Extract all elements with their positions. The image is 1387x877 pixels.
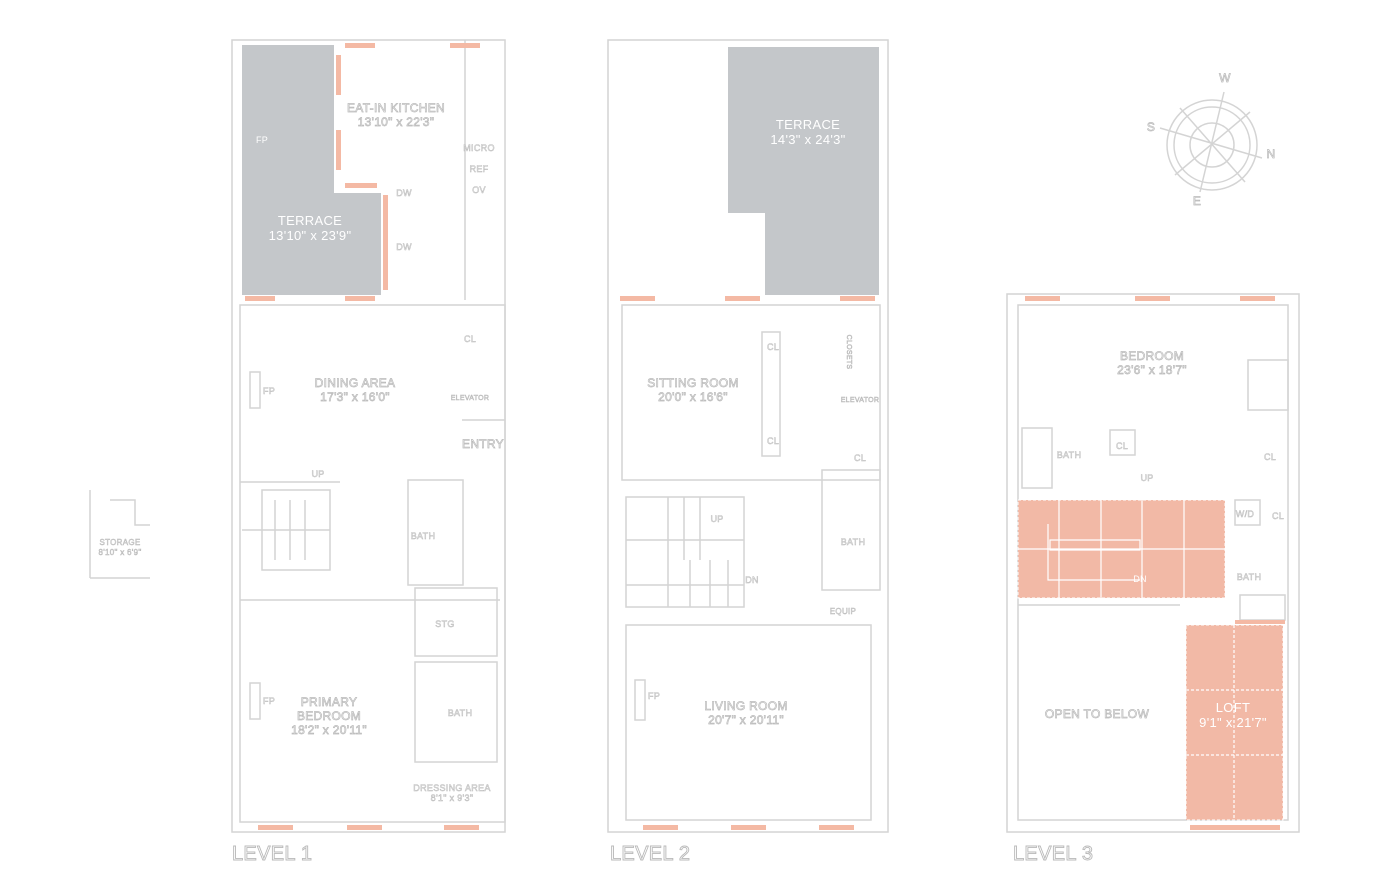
elevator-label: ELEVATOR — [840, 397, 880, 405]
fireplace-label: FP — [262, 696, 276, 707]
room-size: 13'10" x 23'9" — [268, 228, 352, 243]
dishwasher-label: DW — [396, 242, 412, 253]
microwave-label: MICRO — [463, 143, 495, 154]
stairs-up-label: UP — [311, 469, 325, 480]
compass-west: W — [1219, 71, 1231, 86]
level2-terrace — [728, 47, 879, 295]
room-name: LOFT — [1215, 700, 1251, 715]
closet-label: CL — [1263, 452, 1277, 463]
room-name: EAT-IN KITCHEN — [347, 101, 445, 116]
closets-label: CLOSETS — [845, 334, 853, 370]
closet-label: CL — [1115, 441, 1129, 452]
room-size: 20'0" x 16'6" — [658, 390, 728, 405]
entry-label: ENTRY — [462, 437, 504, 452]
closet-label: CL — [853, 453, 867, 464]
room-size: 14'3" x 24'3" — [770, 132, 846, 147]
bath-label: BATH — [1056, 450, 1082, 461]
room-size: 23'6" x 18'7" — [1117, 363, 1187, 378]
storage-closet-label: STG — [435, 619, 455, 630]
room-name: STORAGE — [99, 538, 141, 548]
stairs-up-label: UP — [710, 514, 724, 525]
level2-outline — [607, 39, 889, 833]
stairs-down-label: DN — [1133, 574, 1147, 584]
room-size: 18'2" x 20'11" — [291, 723, 367, 738]
bath-label: BATH — [410, 531, 436, 542]
room-name: LIVING ROOM — [704, 699, 788, 714]
stairs-up-label: UP — [1140, 473, 1154, 484]
bath-label: BATH — [447, 708, 473, 719]
room-name: BEDROOM — [1119, 349, 1185, 364]
compass-east: E — [1192, 194, 1202, 209]
oven-label: OV — [472, 185, 486, 196]
room-name: SITTING ROOM — [647, 376, 739, 391]
dishwasher-label: DW — [396, 188, 412, 199]
closet-label: CL — [463, 334, 477, 345]
room-name: DINING AREA — [314, 376, 396, 391]
room-size: 17'3" x 16'0" — [320, 390, 390, 405]
room-name: DRESSING AREA — [413, 783, 491, 794]
compass-south: S — [1146, 120, 1156, 135]
open-to-below-label: OPEN TO BELOW — [1044, 707, 1150, 722]
washer-dryer-label: W/D — [1235, 509, 1255, 520]
elevator-label: ELEVATOR — [450, 395, 490, 403]
room-size: 20'7" x 20'11" — [708, 713, 784, 728]
closet-label: CL — [1271, 511, 1285, 522]
level2-title: LEVEL 2 — [610, 843, 691, 866]
equipment-label: EQUIP — [829, 607, 857, 617]
room-size: 8'1" x 9'3" — [430, 793, 474, 804]
closet-label: CL — [766, 342, 780, 353]
bath-label: BATH — [1236, 572, 1262, 583]
level3-title: LEVEL 3 — [1013, 843, 1094, 866]
closet-label: CL — [766, 436, 780, 447]
fireplace-label: FP — [647, 691, 661, 702]
room-name: PRIMARY — [300, 695, 358, 710]
room-name: TERRACE — [775, 117, 841, 132]
stairs-down-label: DN — [745, 575, 759, 586]
level1-title: LEVEL 1 — [232, 843, 313, 866]
room-size: 13'10" x 22'3" — [357, 115, 435, 130]
fireplace-label: FP — [255, 135, 269, 145]
compass-north: N — [1266, 147, 1276, 162]
refrigerator-label: REF — [469, 164, 489, 175]
level3-outline — [1006, 293, 1300, 833]
level1-terrace — [242, 45, 381, 295]
room-name: TERRACE — [277, 213, 343, 228]
room-size: 9'1" x 21'7" — [1199, 715, 1267, 730]
room-name: BEDROOM — [296, 709, 362, 724]
fireplace-label: FP — [262, 386, 276, 397]
room-size: 8'10" x 6'9" — [98, 548, 142, 558]
bath-label: BATH — [840, 537, 866, 548]
